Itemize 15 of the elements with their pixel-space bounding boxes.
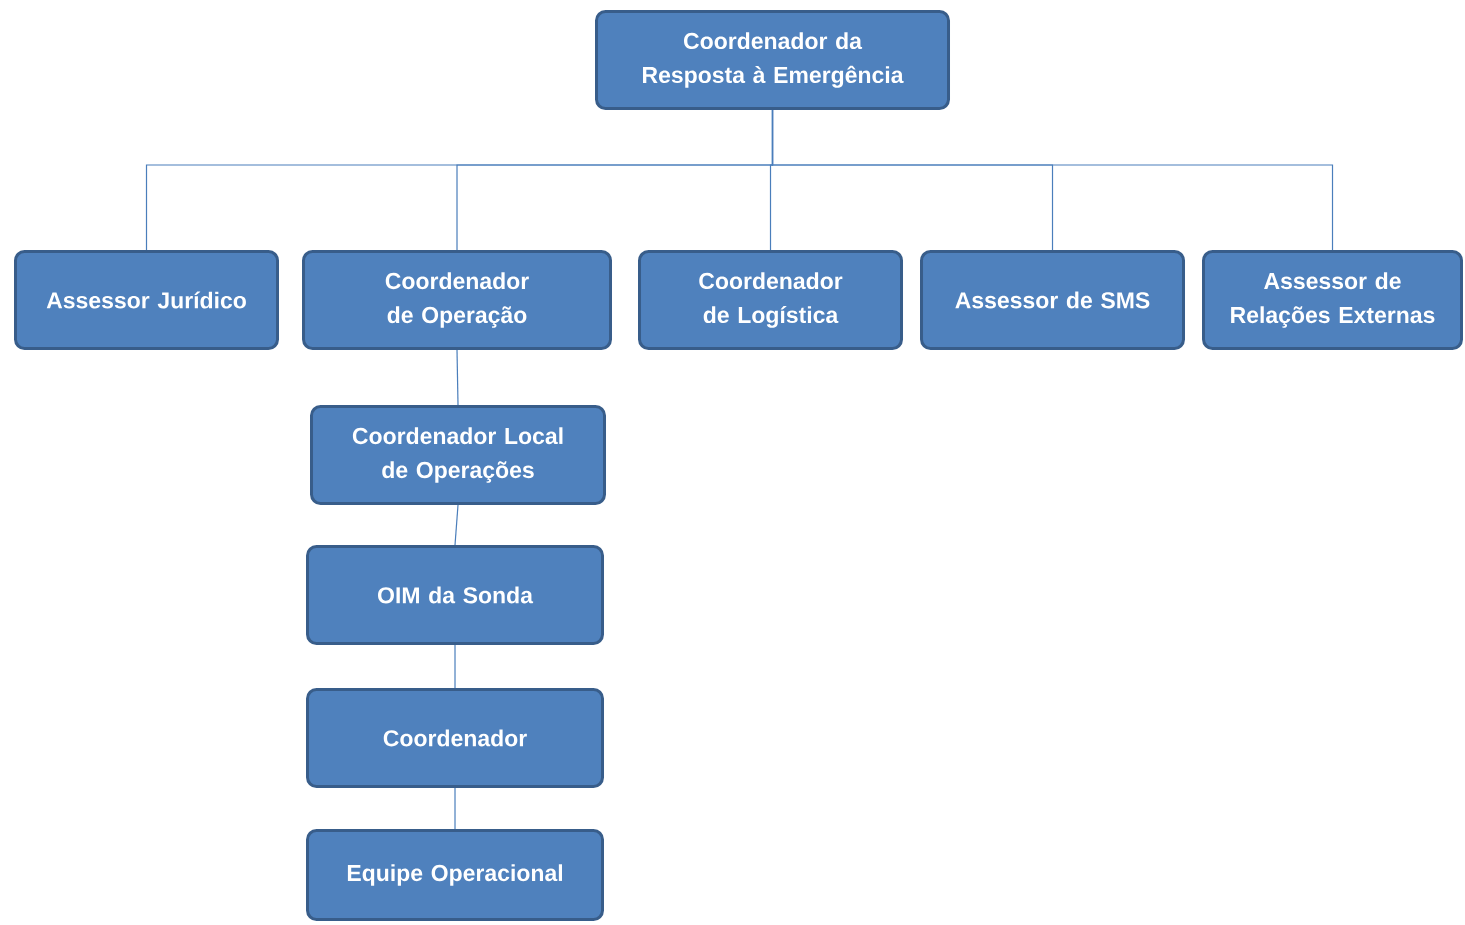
org-box: Equipe Operacional <box>306 829 604 921</box>
connector-line <box>456 349 459 406</box>
org-box: Assessor Jurídico <box>14 250 279 350</box>
connector-line <box>771 109 1334 251</box>
connector-line <box>454 504 459 546</box>
connector-line <box>454 787 456 830</box>
org-box: Coordenador de Operação <box>302 250 612 350</box>
org-box: Assessor de SMS <box>920 250 1185 350</box>
connector-line <box>454 644 456 689</box>
org-box: Coordenador de Logística <box>638 250 903 350</box>
org-box: OIM da Sonda <box>306 545 604 645</box>
org-box: Coordenador Local de Operações <box>310 405 606 505</box>
org-box: Assessor de Relações Externas <box>1202 250 1463 350</box>
org-box: Coordenador da Resposta à Emergência <box>595 10 950 110</box>
org-box: Coordenador <box>306 688 604 788</box>
